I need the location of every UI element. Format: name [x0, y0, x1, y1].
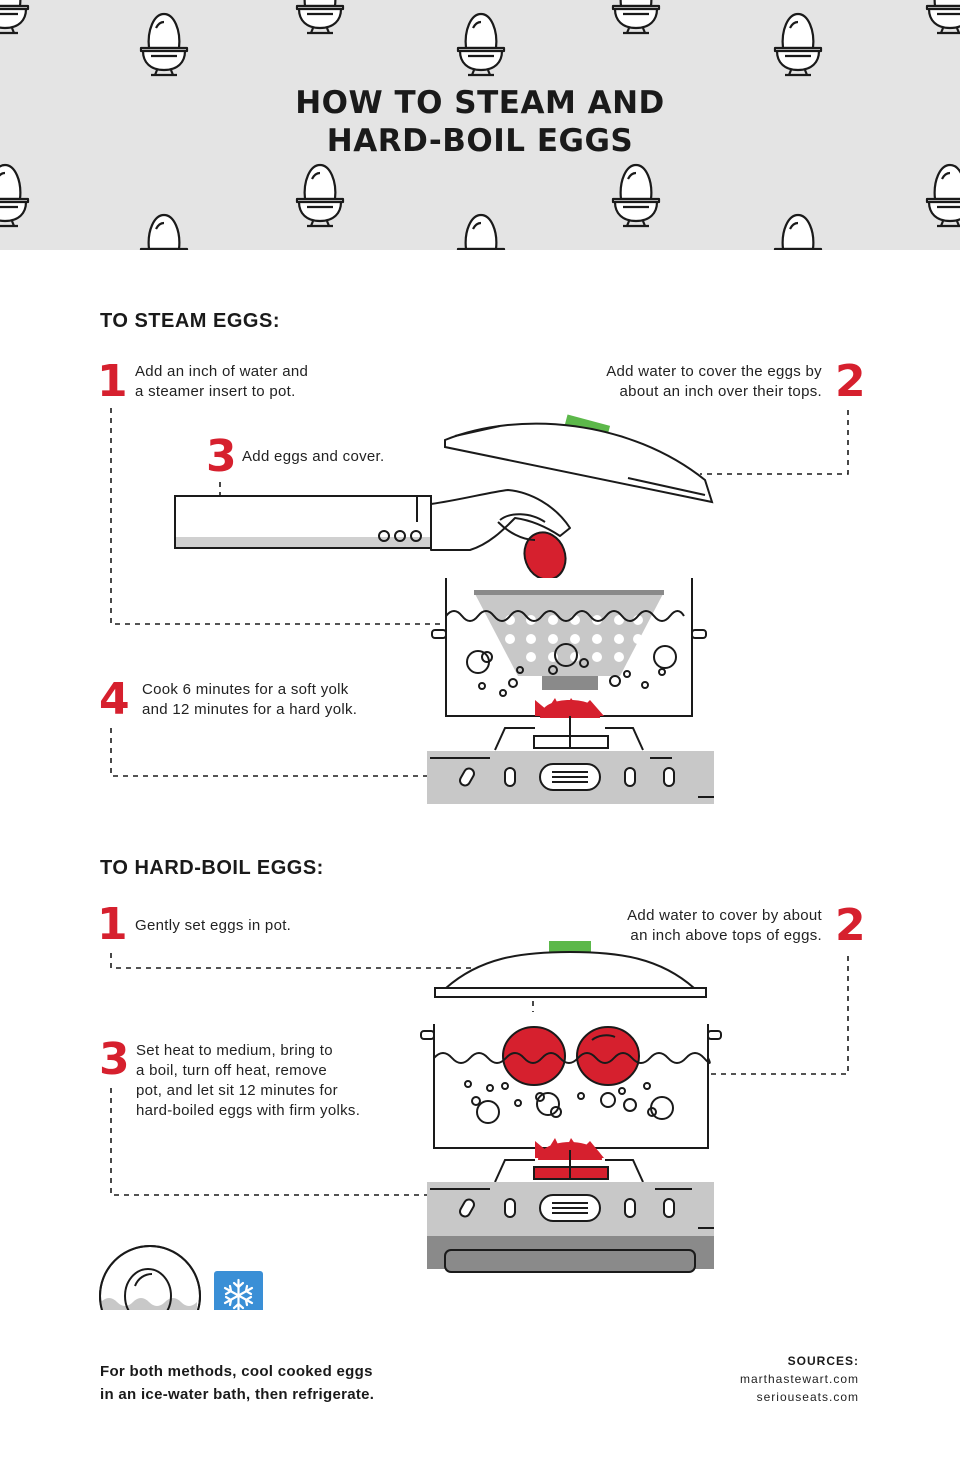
steam-step-3-text: Add eggs and cover.: [242, 448, 385, 465]
boil-heading: TO HARD-BOIL EGGS:: [100, 857, 324, 879]
steam-step-3-number: 3: [206, 431, 237, 482]
boil-pot: [420, 1024, 722, 1149]
boil-burner-flame: [494, 1138, 644, 1183]
steam-pot: [431, 578, 707, 717]
page-title: HOW TO STEAM AND HARD-BOIL EGGS: [0, 84, 960, 160]
title-line-2: HARD-BOIL EGGS: [326, 123, 634, 159]
snowflake-icon: [214, 1271, 263, 1310]
sources-label: SOURCES:: [787, 1354, 859, 1368]
steam-step-1-number: 1: [97, 356, 128, 407]
illustration-canvas: [99, 408, 849, 1310]
boil-step-3-text: Set heat to medium, bring to a boil, tur…: [136, 1042, 361, 1119]
boil-leader-lines: [110, 953, 849, 1196]
boil-step-1-text: Gently set eggs in pot.: [135, 917, 292, 934]
cooling-note: For both methods, cool cooked eggs in an…: [100, 1363, 375, 1403]
steam-step-2-text: Add water to cover the eggs by about an …: [606, 363, 822, 400]
boil-step-2-text: Add water to cover by about an inch abov…: [627, 907, 822, 944]
steam-step-4-text: Cook 6 minutes for a soft yolk and 12 mi…: [142, 681, 358, 718]
steamer-insert-handle: [174, 495, 432, 549]
hand-holding-egg: [430, 489, 571, 581]
steam-pot-lid: [444, 414, 714, 504]
ice-bath-icon: [99, 1245, 201, 1310]
steam-step-2-number: 2: [835, 356, 866, 407]
steam-stovetop: [427, 751, 714, 804]
title-line-1: HOW TO STEAM AND: [295, 85, 665, 121]
steam-step-4-number: 4: [99, 674, 130, 725]
boil-pot-lid: [434, 941, 707, 998]
boil-step-3-number: 3: [99, 1034, 130, 1085]
source-link: seriouseats.com: [756, 1390, 859, 1404]
boil-step-1-number: 1: [97, 899, 128, 950]
boil-stovetop: [427, 1182, 714, 1273]
steam-step-1-text: Add an inch of water and a steamer inser…: [135, 363, 309, 400]
boil-step-2-number: 2: [835, 900, 866, 951]
steam-burner-flame: [494, 698, 644, 751]
source-link: marthastewart.com: [739, 1372, 859, 1386]
steam-heading: TO STEAM EGGS:: [100, 310, 280, 332]
header-banner: HOW TO STEAM AND HARD-BOIL EGGS: [0, 0, 960, 250]
